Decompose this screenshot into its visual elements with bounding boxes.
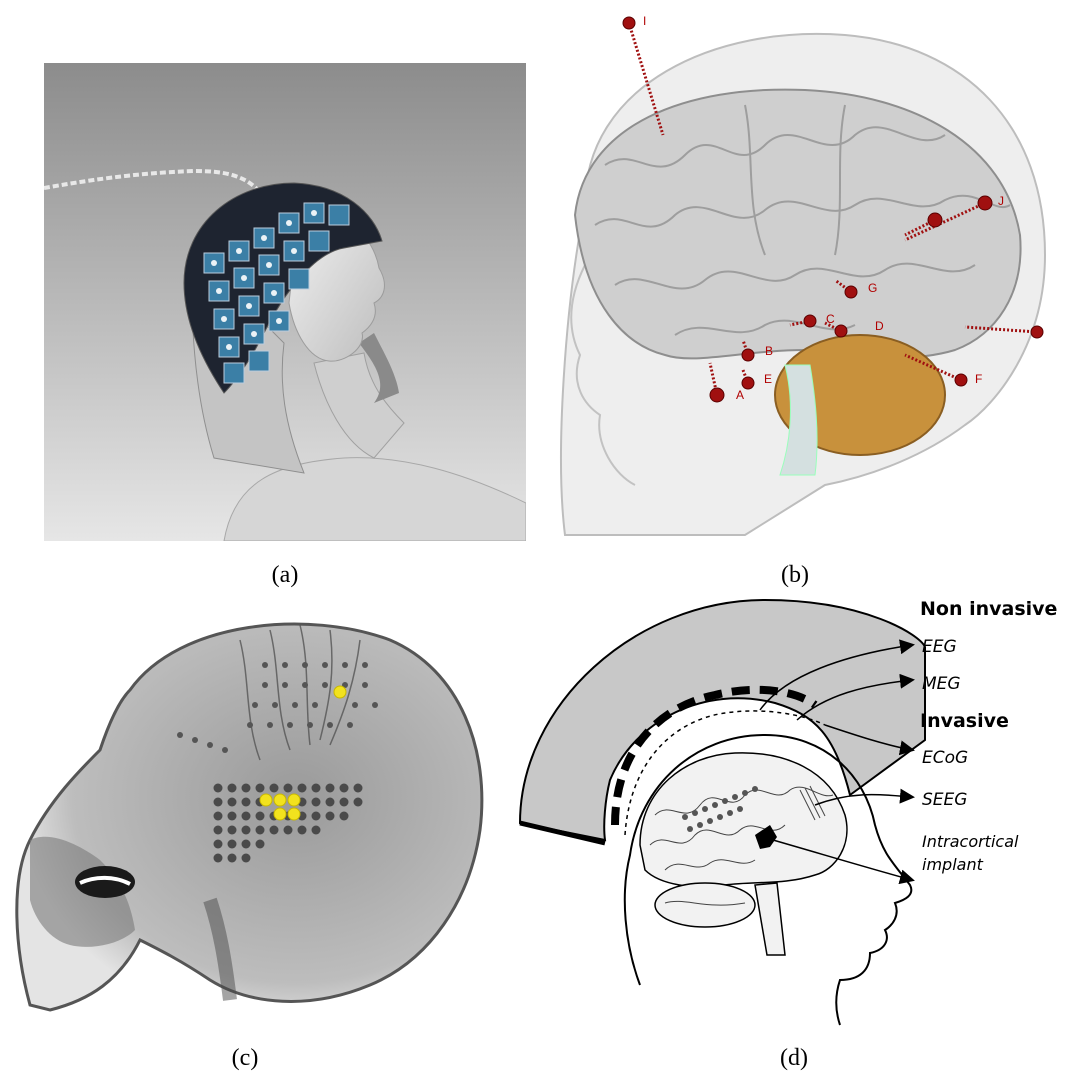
electrode-label-g: G: [868, 281, 877, 295]
caption-a: (a): [245, 562, 325, 589]
caption-d: (d): [754, 1045, 834, 1072]
electrode-label-b: B: [765, 344, 773, 358]
label-eeg: EEG: [922, 637, 957, 657]
electrode-label-a: A: [736, 388, 744, 402]
label-invasive: Invasive: [920, 710, 1009, 732]
eeg-cap-render: [44, 63, 526, 541]
label-meg: MEG: [922, 674, 961, 694]
label-seeg: SEEG: [922, 790, 967, 810]
electrode-label-d: D: [875, 319, 884, 333]
skull-xray-render: [10, 600, 490, 1018]
panel-b-seeg-brain-render: I J G C D B E A F: [545, 5, 1065, 545]
electrode-label-e: E: [764, 372, 772, 386]
panel-a-eeg-cap-illustration: [44, 63, 526, 541]
electrode-label-f: F: [975, 372, 982, 386]
modalities-schematic: Non invasive EEG MEG Invasive ECoG SEEG …: [515, 585, 1080, 1035]
brain-3d-render: I J G C D B E A F: [545, 5, 1065, 545]
label-ecog: ECoG: [922, 748, 968, 768]
electrode-label-j: J: [998, 194, 1004, 208]
electrode-label-c: C: [826, 312, 835, 326]
label-intracortical-line1: Intracortical: [922, 832, 1019, 851]
caption-c: (c): [205, 1045, 285, 1072]
electrode-label-i: I: [643, 14, 646, 28]
panel-d-bci-modalities-diagram: Non invasive EEG MEG Invasive ECoG SEEG …: [515, 585, 1080, 1035]
panel-c-ecog-xray: [10, 600, 490, 1018]
label-intracortical-line2: implant: [922, 855, 984, 874]
label-non-invasive: Non invasive: [920, 598, 1057, 620]
